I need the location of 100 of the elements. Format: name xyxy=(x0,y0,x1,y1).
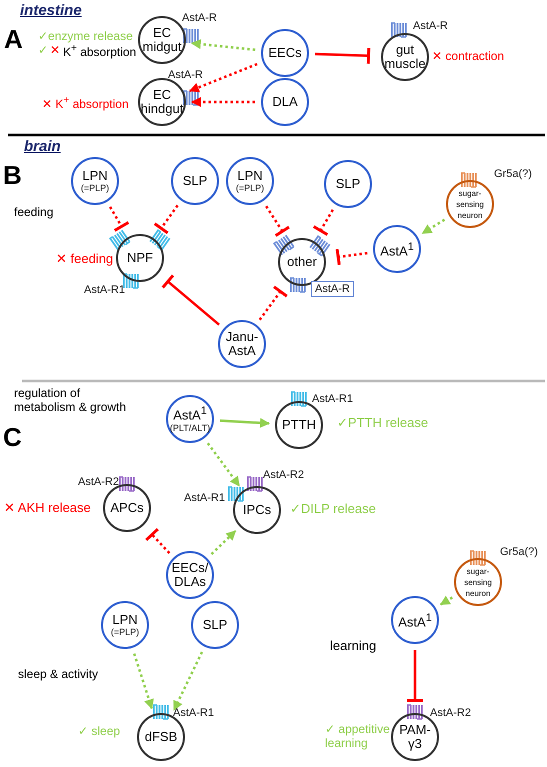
annotation-text: ✓enzyme release xyxy=(38,29,133,43)
node-label: PTTH xyxy=(282,418,316,432)
annotation-text: K$^{+}$ absorption xyxy=(63,43,136,59)
inhibition-line xyxy=(312,209,334,236)
annotation-text: sleep & activity xyxy=(18,667,98,681)
section-heading: brain xyxy=(24,138,61,155)
arrow xyxy=(210,530,236,555)
cell-circle xyxy=(171,157,219,205)
node-label: LPN xyxy=(112,612,138,626)
node-label: (=PLP) xyxy=(236,182,264,194)
receptor-label: AstA-R xyxy=(311,281,354,297)
node-label: Janu-AstA xyxy=(224,330,260,358)
cell-circle xyxy=(454,558,502,606)
cell-circle xyxy=(138,78,186,126)
node-label: NPF xyxy=(127,251,153,265)
cell-circle xyxy=(218,320,266,368)
cell-circle xyxy=(381,33,429,81)
cell-circle xyxy=(391,596,439,644)
annotation-text: learning xyxy=(330,638,376,653)
cell-circle xyxy=(166,551,214,599)
node-label: (PLT/ALT) xyxy=(170,422,210,434)
receptor-label: AstA-R xyxy=(182,12,217,24)
annotation-text: feeding xyxy=(14,205,54,219)
receptor-label: Gr5a(?) xyxy=(500,546,538,558)
node-label: APCs xyxy=(110,501,144,515)
node-label: AstA$^{1}$ xyxy=(173,404,207,423)
annotation-text: ✕ AKH release xyxy=(4,500,91,516)
inhibition-line xyxy=(109,206,130,232)
annotation-text: ✓DILP release xyxy=(290,501,376,517)
arrow xyxy=(133,653,154,710)
panel-letter: A xyxy=(4,24,23,55)
cell-circle xyxy=(103,484,151,532)
node-label: (=PLP) xyxy=(110,626,140,638)
node-label: IPCs xyxy=(242,503,272,517)
node-label: AstA$^{1}$ xyxy=(398,610,432,630)
cell-circle xyxy=(324,160,372,208)
annotation-text: regulation of metabolism & growth xyxy=(14,386,128,415)
inhibition-line xyxy=(145,528,170,554)
node-label: sugar-sensing neuron xyxy=(455,188,485,220)
arrow xyxy=(188,62,258,92)
arrow xyxy=(172,651,204,711)
inhibition-line xyxy=(336,248,368,266)
panel-letter: B xyxy=(3,160,22,191)
cell-circle xyxy=(191,601,239,649)
annotation-text: ✓ sleep xyxy=(78,724,120,738)
cell-circle xyxy=(116,234,164,282)
cell-circle xyxy=(101,601,149,649)
arrow xyxy=(206,442,240,487)
cell-circle xyxy=(261,29,309,77)
node-label: EC hindgut xyxy=(140,88,184,116)
arrow xyxy=(191,97,255,107)
annotation-text: ✓ appetitive learning xyxy=(325,722,391,751)
annotation-text: ✕ xyxy=(50,43,60,57)
node-label: SLP xyxy=(182,174,208,188)
node-label: (=PLP) xyxy=(80,182,110,194)
node-label: LPN xyxy=(82,168,108,182)
inhibition-line xyxy=(162,274,220,326)
receptor-label: AstA-R2 xyxy=(263,469,304,481)
node-label: sugar-sensing neuron xyxy=(463,566,493,598)
node-label: EECs xyxy=(268,46,302,60)
node-label: EC midgut xyxy=(141,26,183,54)
cell-circle xyxy=(226,157,274,205)
cell-circle xyxy=(166,395,214,443)
cell-circle xyxy=(446,180,494,228)
cell-circle xyxy=(71,157,119,205)
node-label: AstA$^{1}$ xyxy=(380,240,414,258)
receptor-label: AstA-R xyxy=(413,20,448,32)
receptor-label: AstA-R1 xyxy=(173,707,214,719)
cell-circle xyxy=(275,401,323,449)
node-label: SLP xyxy=(202,618,228,632)
receptor-label: Gr5a(?) xyxy=(494,168,532,180)
inhibition-line xyxy=(258,286,288,321)
cell-circle xyxy=(233,486,281,534)
node-label: dFSB xyxy=(144,730,178,744)
inhibition-line xyxy=(154,204,179,234)
arrow xyxy=(220,418,270,428)
node-label: LPN xyxy=(237,168,263,182)
node-label: gut muscle xyxy=(383,43,427,71)
inhibition-line xyxy=(265,206,290,237)
node-label: PAM- γ3 xyxy=(398,723,432,751)
annotation-text: ✕ feeding xyxy=(56,251,114,267)
panel-letter: C xyxy=(3,422,22,453)
cell-circle xyxy=(261,78,309,126)
inhibition-line xyxy=(314,48,370,64)
inhibition-line xyxy=(407,650,423,702)
arrow xyxy=(190,39,256,52)
receptor-label: AstA-R1 xyxy=(312,393,353,405)
annotation-text: ✓PTTH release xyxy=(337,415,428,431)
annotation-text: ✕ contraction xyxy=(432,49,504,63)
node-label: other xyxy=(287,255,317,269)
arrow xyxy=(440,596,453,606)
annotation-text: ✕ K$^{+}$ absorption xyxy=(42,95,129,111)
receptor-label: AstA-R1 xyxy=(84,284,125,296)
receptor-label: AstA-R1 xyxy=(184,492,225,504)
arrow xyxy=(422,218,446,234)
node-label: DLA xyxy=(272,95,298,109)
section-heading: intestine xyxy=(20,2,82,19)
annotation-text: ✓ xyxy=(38,43,48,57)
receptor-label: AstA-R2 xyxy=(430,707,471,719)
receptor-label: AstA-R xyxy=(168,69,203,81)
